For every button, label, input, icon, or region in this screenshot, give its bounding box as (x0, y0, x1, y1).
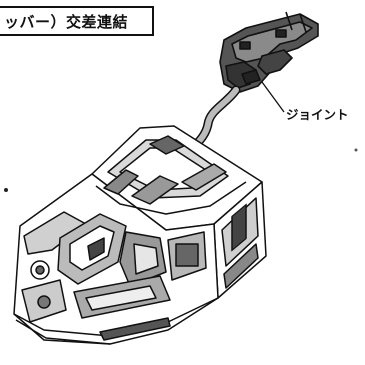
joint-callout-label: ジョイント (286, 107, 349, 122)
section-title: ッバー）交差連結 (4, 12, 129, 31)
speck-mark (354, 148, 358, 152)
section-title-box: ッバー）交差連結 (0, 6, 154, 36)
speck-mark (4, 188, 8, 192)
joint-part (219, 11, 319, 93)
callout-leader-line (261, 81, 285, 113)
main-body (13, 125, 267, 345)
